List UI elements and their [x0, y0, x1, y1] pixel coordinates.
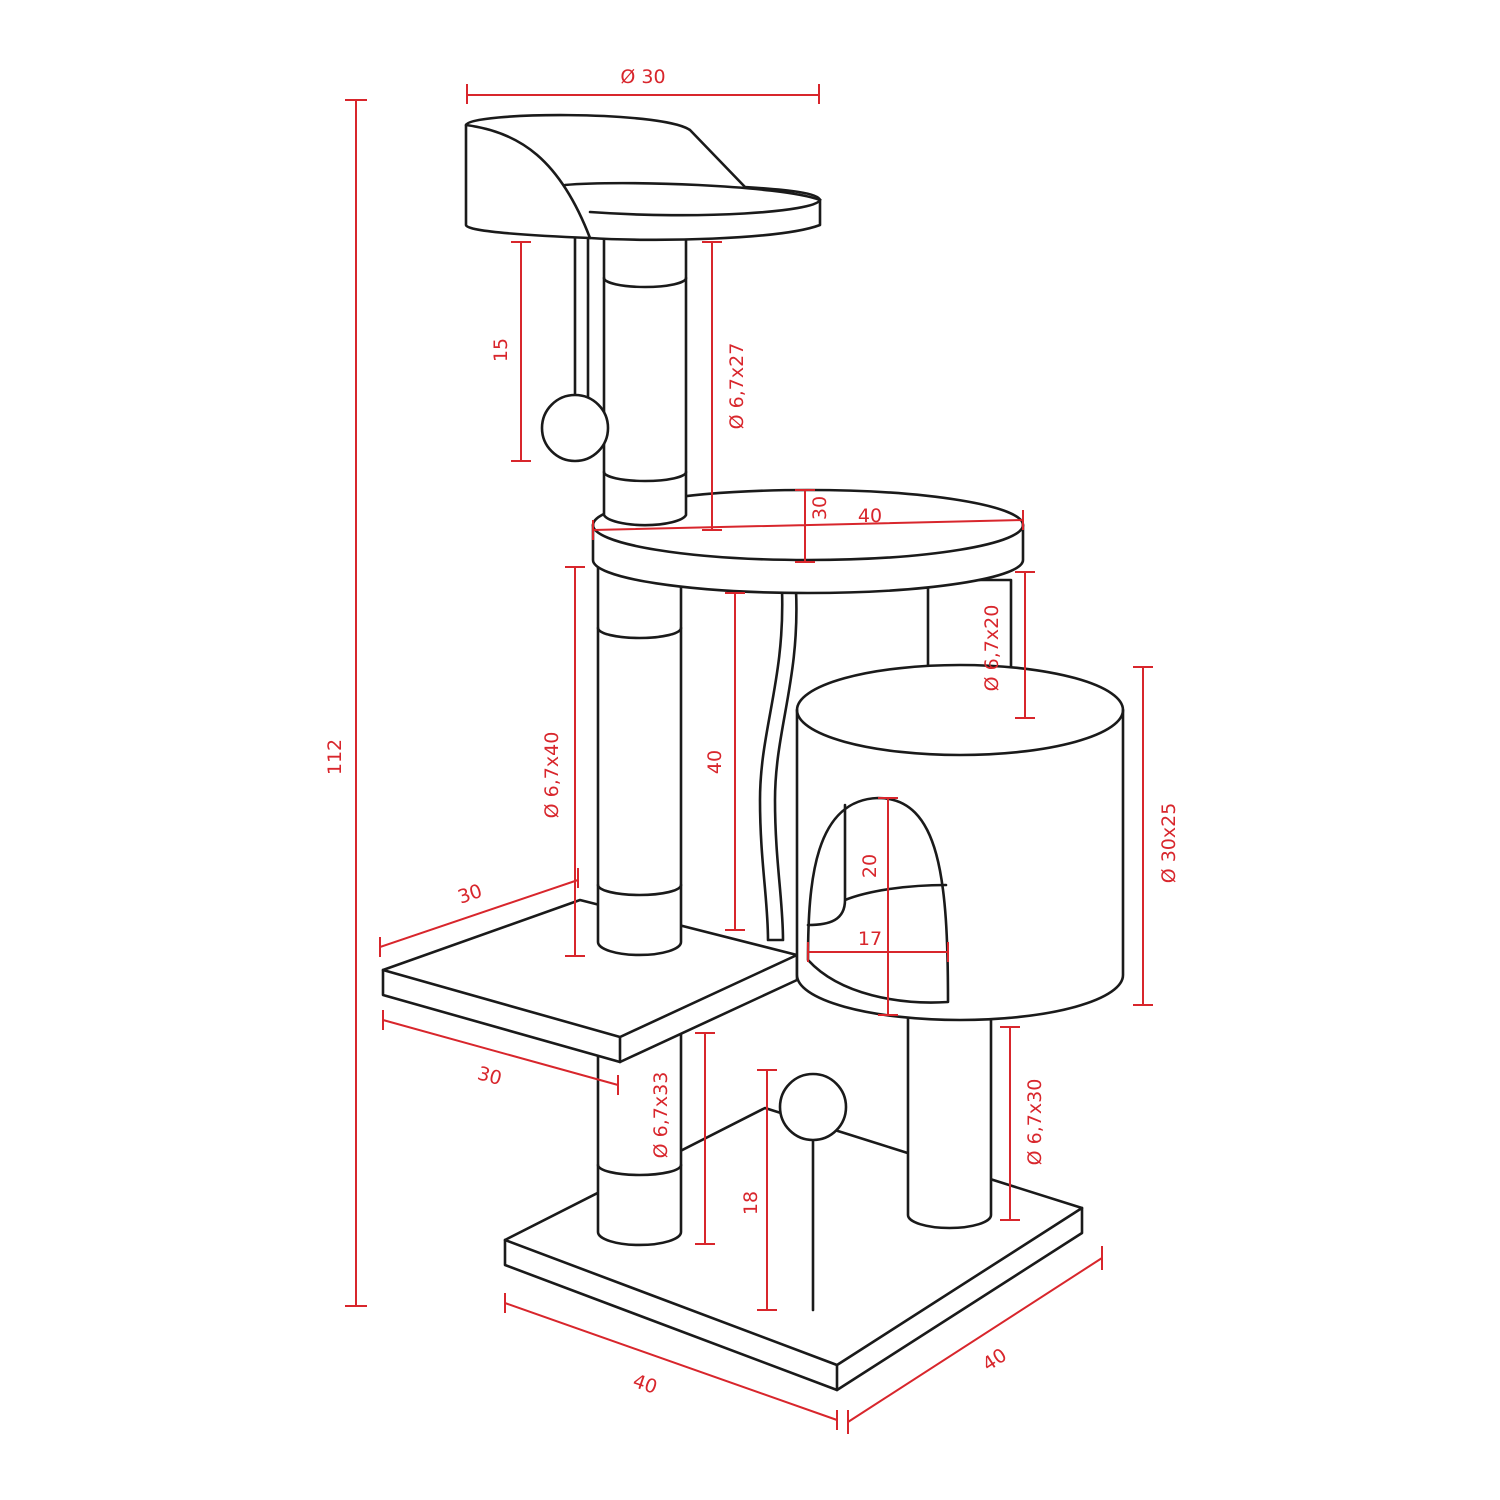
top-bed — [464, 113, 822, 242]
svg-text:Ø 6,7x30: Ø 6,7x30 — [1024, 1079, 1046, 1166]
cave-box — [795, 663, 1125, 1022]
svg-text:17: 17 — [858, 928, 882, 950]
svg-text:30: 30 — [809, 496, 831, 520]
lower-right-post — [906, 998, 993, 1230]
svg-text:Ø 6,7x27: Ø 6,7x27 — [726, 343, 748, 430]
svg-text:Ø 6,7x40: Ø 6,7x40 — [541, 732, 563, 819]
hanging-rope — [758, 588, 798, 942]
dim-door: 20 17 — [807, 797, 949, 1016]
base-ball-toy — [778, 1072, 848, 1142]
dim-base-width: 40 — [504, 1293, 838, 1430]
svg-text:112: 112 — [324, 739, 346, 775]
dim-total-height: 112 — [324, 99, 367, 1307]
left-post — [596, 553, 683, 957]
dim-base-ball: 18 — [740, 1069, 777, 1311]
svg-text:30: 30 — [475, 1062, 504, 1090]
svg-text:Ø 30x25: Ø 30x25 — [1158, 803, 1180, 884]
svg-text:40: 40 — [630, 1370, 660, 1399]
dim-top-bed-diameter: Ø 30 — [466, 66, 820, 104]
svg-text:Ø 6,7x33: Ø 6,7x33 — [650, 1072, 672, 1159]
dim-ball-string: 15 — [490, 241, 531, 462]
dim-middle-platform: 30 40 — [592, 489, 1024, 563]
middle-platform — [591, 488, 1025, 595]
dim-upper-right-post: Ø 6,7x20 — [981, 571, 1035, 719]
hanging-ball-toy — [540, 234, 610, 463]
svg-text:15: 15 — [490, 338, 512, 362]
dim-left-post: Ø 6,7x40 — [541, 566, 585, 957]
top-post — [602, 233, 688, 527]
svg-text:Ø 30: Ø 30 — [620, 66, 665, 88]
dim-lower-right-post: Ø 6,7x30 — [1000, 1026, 1046, 1221]
dim-cave: Ø 30x25 — [1133, 666, 1180, 1006]
svg-text:20: 20 — [859, 854, 881, 878]
dim-top-post: Ø 6,7x27 — [702, 241, 748, 531]
svg-text:Ø 6,7x20: Ø 6,7x20 — [981, 605, 1003, 692]
svg-text:40: 40 — [979, 1344, 1011, 1376]
svg-text:30: 30 — [455, 880, 485, 909]
dim-lower-left-post: Ø 6,7x33 — [650, 1032, 715, 1245]
svg-text:18: 18 — [740, 1191, 762, 1215]
dim-rope: 40 — [704, 592, 745, 931]
svg-text:40: 40 — [858, 505, 882, 527]
svg-text:40: 40 — [704, 750, 726, 774]
